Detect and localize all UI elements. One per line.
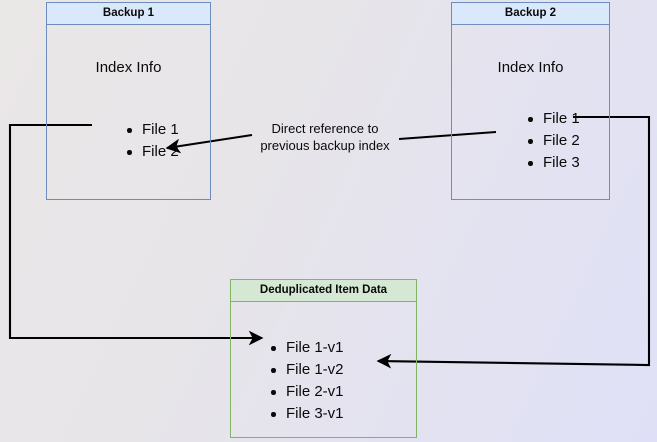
list-item: File 3-v1 [269,403,344,425]
node-backup-2-file-list: File 1 File 2 File 3 [526,108,580,174]
node-backup-2-body: Index Info File 1 File 2 File 3 [452,25,609,199]
node-backup-1-file-list: File 1 File 2 [125,119,179,163]
list-item: File 2 [526,130,580,152]
list-item: File 3 [526,152,580,174]
list-item: File 2 [125,141,179,163]
node-backup-2-index-info-label: Index Info [497,59,564,76]
node-backup-2-header: Backup 2 [452,3,609,25]
node-backup-1-index-info-label: Index Info [95,59,162,76]
node-deduplicated-item-data-body: File 1-v1 File 1-v2 File 2-v1 File 3-v1 [231,302,416,437]
node-deduplicated-item-data-file-list: File 1-v1 File 1-v2 File 2-v1 File 3-v1 [269,337,344,425]
edge-label-direct-reference: Direct reference to previous backup inde… [260,121,390,153]
node-backup-1[interactable]: Backup 1 Index Info File 1 File 2 [46,2,211,200]
list-item: File 2-v1 [269,381,344,403]
list-item: File 1 [125,119,179,141]
node-backup-1-body: Index Info File 1 File 2 [47,25,210,199]
node-deduplicated-item-data[interactable]: Deduplicated Item Data File 1-v1 File 1-… [230,279,417,438]
list-item: File 1-v2 [269,359,344,381]
node-backup-1-header: Backup 1 [47,3,210,25]
node-backup-2[interactable]: Backup 2 Index Info File 1 File 2 File 3 [451,2,610,200]
node-deduplicated-item-data-header: Deduplicated Item Data [231,280,416,302]
list-item: File 1-v1 [269,337,344,359]
list-item: File 1 [526,108,580,130]
